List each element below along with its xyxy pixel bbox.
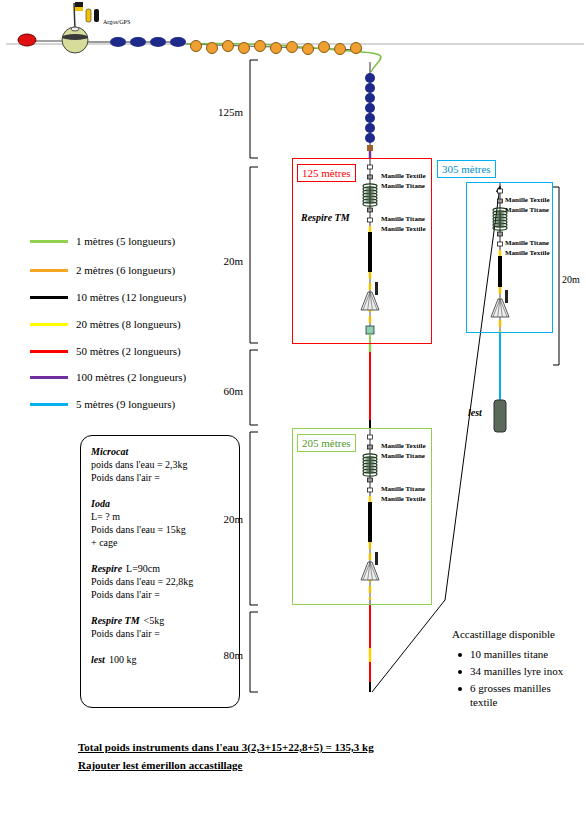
depth-dimension: 20m (562, 274, 580, 285)
instrument-spec: L= ? m (91, 511, 120, 522)
instrument-note: Microcat poids dans l'eau = 2,3kgPoids da… (80, 435, 240, 708)
hardware-list: Accastillage disponible 10 manilles titan… (452, 627, 580, 709)
legend-row: 50 mètres (2 longueurs) (30, 345, 181, 357)
shackle-label: Manille Titane (381, 452, 425, 461)
instrument-group: 205 mètresManille TextileManille TitaneM… (292, 428, 432, 605)
note-line: Microcat (91, 445, 229, 458)
instrument-spec: poids dans l'eau = 2,3kg (91, 459, 188, 470)
device-label: Argos/GPS (103, 19, 130, 25)
instrument-spec: Poids dans l'air = (91, 472, 160, 483)
instrument-spec: Poids dans l'eau = 22,8kg (91, 576, 193, 587)
depth-bracket (250, 60, 559, 692)
note-line: Respire TM <5kg (91, 614, 229, 627)
list-item: 34 manilles lyre inox (470, 664, 563, 678)
depth-dimension: 125m (218, 106, 243, 118)
note-line: lest 100 kg (91, 653, 229, 666)
depth-tag: 125 mètres (297, 164, 356, 182)
bullet (458, 653, 462, 657)
legend-text: 2 mètres (6 longueurs) (76, 264, 175, 276)
shackle-label: Manille Titane (505, 206, 549, 215)
instrument-stack (361, 428, 379, 605)
legend-row: 1 mètres (5 longueurs) (30, 235, 175, 247)
legend-swatch (30, 350, 68, 353)
instrument-stack (491, 182, 509, 333)
list-heading: Accastillage disponible (452, 627, 580, 641)
instrument-name: Microcat (91, 446, 128, 457)
bullet (458, 687, 462, 691)
ballast-label: lest (468, 407, 482, 418)
legend-row: 2 mètres (6 longueurs) (30, 264, 175, 276)
leader-line (372, 186, 500, 692)
shackle-label: Manille Titane (381, 215, 425, 224)
note-line: Poids dans l'air = (91, 471, 229, 484)
instrument-spec: <5kg (144, 615, 165, 626)
shackle-label: Manille Textile (381, 225, 426, 234)
note-line: Poids dans l'air = (91, 627, 229, 640)
instrument-stack (361, 158, 379, 344)
note-line: Poids dans l'air = (91, 588, 229, 601)
legend-text: 100 mètres (2 longueurs) (76, 371, 186, 383)
instrument-spec: Poids dans l'air = (91, 589, 160, 600)
list-item: 6 grosses manilles textile (470, 681, 580, 709)
legend-text: 50 mètres (2 longueurs) (76, 345, 181, 357)
legend-text: 1 mètres (5 longueurs) (76, 235, 175, 247)
legend-text: 5 mètres (9 longueurs) (76, 398, 175, 410)
shackle-label: Manille Textile (381, 495, 426, 504)
mooring-line (365, 62, 506, 692)
list-item: 10 manilles titane (470, 647, 548, 661)
instrument-spec: L=90cm (126, 563, 160, 574)
instrument-spec: Poids dans l'eau = 15kg (91, 524, 186, 535)
legend-row: 100 mètres (2 longueurs) (30, 371, 186, 383)
instrument-group: 305 mètresManille TextileManille TitaneM… (466, 182, 553, 333)
shackle-label: Manille Textile (381, 442, 426, 451)
surface-string (6, 2, 584, 72)
note-line: Ioda (91, 497, 229, 510)
legend-text: 20 mètres (8 longueurs) (76, 318, 181, 330)
shackle-label: Manille Textile (505, 196, 550, 205)
instrument-spec: + cage (91, 537, 117, 548)
note-line: poids dans l'eau = 2,3kg (91, 458, 229, 471)
bullet (458, 670, 462, 674)
legend-row: 5 mètres (9 longueurs) (30, 398, 175, 410)
instrument-spec: 100 kg (109, 654, 137, 665)
legend-swatch (30, 240, 68, 243)
instrument-name: Respire TM (91, 615, 140, 626)
instrument-group: 125 mètresManille TextileManille TitaneR… (292, 158, 432, 344)
note-line: Poids dans l'eau = 22,8kg (91, 575, 229, 588)
instrument-name: lest (91, 654, 105, 665)
depth-tag: 305 mètres (437, 160, 496, 178)
shackle-label: Manille Textile (381, 172, 426, 181)
depth-tag: 205 mètres (297, 434, 356, 452)
legend-swatch (30, 323, 68, 326)
instrument-name: Respire TM (301, 212, 350, 224)
instrument-name: Ioda (91, 498, 110, 509)
total-note: Total poids instruments dans l'eau 3(2,3… (78, 741, 374, 753)
depth-dimension: 20m (223, 513, 243, 525)
depth-dimension: 20m (223, 255, 243, 267)
legend-row: 10 mètres (12 longueurs) (30, 291, 186, 303)
legend-row: 20 mètres (8 longueurs) (30, 318, 181, 330)
shackle-label: Manille Titane (381, 485, 425, 494)
note-line: L= ? m (91, 510, 229, 523)
legend-swatch (30, 269, 68, 272)
shackle-label: Manille Titane (505, 239, 549, 248)
total-note: Rajouter lest émerillon accastillage (78, 759, 242, 771)
note-line: Poids dans l'eau = 15kg (91, 523, 229, 536)
legend-swatch (30, 376, 68, 379)
shackle-label: Manille Textile (505, 249, 550, 258)
instrument-spec: Poids dans l'air = (91, 628, 160, 639)
legend-swatch (30, 296, 68, 299)
note-line: Respire L=90cm (91, 562, 229, 575)
instrument-sections (361, 158, 509, 605)
note-line: + cage (91, 536, 229, 549)
shackle-label: Manille Titane (381, 182, 425, 191)
depth-dimension: 60m (223, 385, 243, 397)
depth-dimension: 80m (223, 649, 243, 661)
legend-text: 10 mètres (12 longueurs) (76, 291, 186, 303)
legend-swatch (30, 403, 68, 406)
instrument-name: Respire (91, 563, 122, 574)
